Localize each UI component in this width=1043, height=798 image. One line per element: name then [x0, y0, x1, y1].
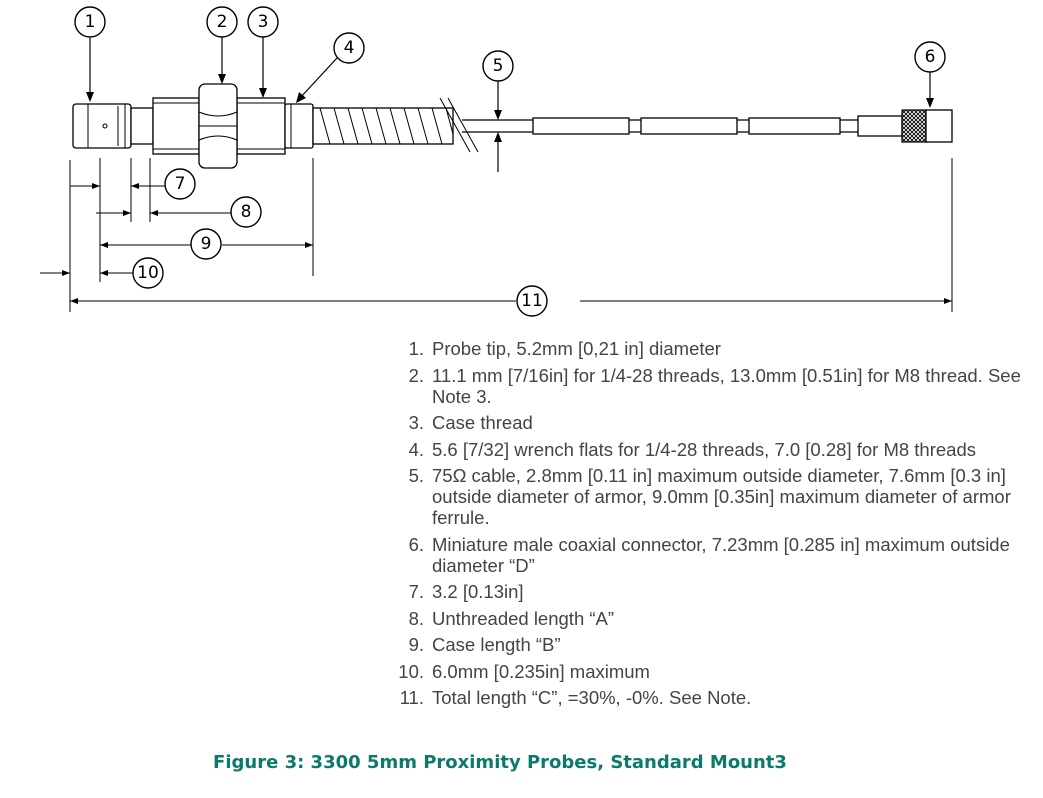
note-item: 5.75Ω cable, 2.8mm [0.11 in] maximum out… [408, 465, 1011, 528]
svg-text:3: 3 [258, 12, 269, 32]
callout-4: 4 [333, 32, 365, 64]
callout-3: 3 [247, 6, 279, 38]
notes-list: 1.Probe tip, 5.2mm [0,21 in] diameter 2.… [392, 338, 1032, 714]
svg-text:1: 1 [85, 12, 96, 32]
callout-6: 6 [914, 41, 946, 73]
dimension-lines [40, 183, 952, 304]
probe-tip [72, 103, 132, 149]
figure-caption: Figure 3: 3300 5mm Proximity Probes, Sta… [213, 752, 787, 773]
svg-text:5: 5 [493, 56, 504, 76]
leader-lines [86, 37, 934, 172]
svg-text:7: 7 [175, 174, 186, 194]
note-item: 10.6.0mm [0.235in] maximum [398, 660, 650, 682]
callout-5: 5 [482, 50, 514, 82]
note-item: 3.Case thread [408, 412, 533, 433]
callout-7: 7 [164, 168, 196, 200]
coax-connector [901, 109, 953, 143]
callout-8: 8 [230, 196, 262, 228]
svg-text:6: 6 [925, 47, 936, 67]
callout-11: 11 [516, 285, 548, 317]
extension-lines [69, 158, 953, 312]
callout-9: 9 [190, 228, 222, 260]
note-item: 6.Miniature male coaxial connector, 7.23… [408, 533, 1010, 576]
note-item: 7.3.2 [0.13in] [408, 581, 524, 602]
callout-1: 1 [74, 6, 106, 38]
svg-text:8: 8 [241, 202, 252, 222]
note-item: 2.11.1 mm [7/16in] for 1/4-28 threads, 1… [408, 364, 1021, 407]
armor [312, 97, 479, 153]
note-item: 8.Unthreaded length “A” [408, 607, 615, 629]
lock-nut [198, 83, 238, 169]
svg-text:10: 10 [137, 263, 159, 283]
callout-10: 10 [132, 257, 164, 289]
wrench-flats [284, 103, 314, 149]
svg-text:2: 2 [217, 12, 228, 32]
cable [462, 115, 903, 137]
note-item: 9.Case length “B” [408, 634, 561, 655]
note-item: 11.Total length “C”, =30%, -0%. See Note… [399, 687, 752, 708]
svg-text:11: 11 [521, 291, 543, 311]
probe-case [130, 97, 286, 155]
svg-text:9: 9 [201, 234, 212, 254]
note-item: 1.Probe tip, 5.2mm [0,21 in] diameter [408, 338, 721, 359]
callout-2: 2 [206, 6, 238, 38]
svg-text:4: 4 [344, 38, 355, 58]
probe-drawing: 1 2 3 4 5 6 7 8 9 10 11 [40, 6, 953, 317]
note-item: 4.5.6 [7/32] wrench flats for 1/4-28 thr… [408, 438, 976, 460]
